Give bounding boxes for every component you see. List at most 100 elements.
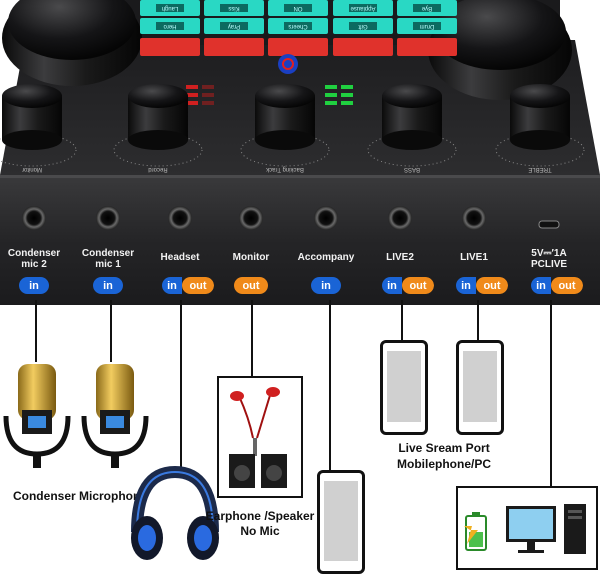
out-badge: out (402, 277, 434, 294)
in-badge: in (382, 277, 402, 294)
sound-pad-label: Hero (163, 23, 177, 29)
knob-label: BASS (404, 166, 420, 172)
sound-pad-7[interactable]: Pray (204, 18, 264, 34)
out-badge: out (234, 277, 268, 294)
port-label-line1: Condenser (7, 248, 61, 259)
port-label-line1: LIVE2 (386, 252, 414, 263)
port-label-line1: 5V⎓′1A (531, 248, 567, 259)
usb-port[interactable] (538, 220, 560, 229)
brand-logo (278, 54, 298, 74)
audio-jack-2[interactable] (96, 206, 120, 230)
port-label-line2: PCLIVE (530, 259, 568, 270)
sound-pad-label: Applause (350, 5, 376, 11)
sound-pad-label: Laugh (162, 5, 179, 11)
port-label-5: Accompany (291, 252, 361, 263)
led-meter-right (325, 85, 353, 105)
live-caption-line1: Live Sream Port (398, 441, 490, 455)
port-label-7: LIVE1 (439, 252, 509, 263)
effect-pad-1[interactable] (140, 38, 200, 56)
audio-jack-3[interactable] (168, 206, 192, 230)
live-stream-caption: Live Sream Port Mobilephone/PC (370, 440, 518, 472)
condenser-microphone-image (3, 364, 149, 468)
audio-jack-4[interactable] (239, 206, 263, 230)
sound-pad-label: ON (294, 5, 303, 11)
effect-pad-5[interactable] (397, 38, 457, 56)
sound-pad-label: Gift (358, 23, 368, 29)
port-label-line1: Accompany (297, 252, 355, 263)
port-label-line2: mic 2 (21, 259, 47, 270)
pc-box (456, 486, 598, 570)
wire-monitor (251, 300, 253, 377)
live2-phone (380, 340, 428, 435)
sound-pad-10[interactable]: Drum (397, 18, 457, 34)
wire-mic2 (35, 300, 37, 362)
in-badge: in (162, 277, 182, 294)
earphone-caption-line1: Earphone /Speaker (205, 509, 315, 523)
headset-icon (131, 465, 219, 560)
wire-accompany (329, 300, 331, 470)
sound-pad-label: Cheers (288, 23, 307, 29)
sound-pad-6[interactable]: Hero (140, 18, 200, 34)
speaker-icon (229, 454, 287, 488)
audio-jack-6[interactable] (388, 206, 412, 230)
sound-pad-label: Bye (421, 5, 432, 11)
effect-pad-4[interactable] (333, 38, 393, 56)
main-volume-knob-right[interactable] (428, 0, 572, 100)
live-caption-line2: Mobilephone/PC (397, 457, 491, 471)
sound-pad-3[interactable]: ON (268, 0, 328, 16)
in-badge: in (19, 277, 49, 294)
earphone-caption-line2: No Mic (240, 524, 280, 538)
knob-record[interactable]: Record (113, 84, 203, 172)
audio-jack-5[interactable] (314, 206, 338, 230)
earphone-speaker-box (217, 376, 303, 498)
sound-pad-4[interactable]: Applause (333, 0, 393, 16)
port-label-line1: Condenser (81, 248, 135, 259)
port-label-line2: mic 1 (95, 259, 121, 270)
sound-pad-label: Pray (228, 23, 240, 29)
battery-icon (464, 512, 487, 551)
microphone-icon (81, 364, 149, 468)
knob-label: Monitor (22, 166, 42, 172)
sound-pad-2[interactable]: Kiss (204, 0, 264, 16)
effect-pad-3[interactable] (268, 38, 328, 56)
sound-pad-label: Kiss (228, 5, 239, 11)
knob-monitor[interactable]: Monitor (0, 84, 77, 172)
sound-pad-5[interactable]: Bye (397, 0, 457, 16)
wire-live1 (477, 300, 479, 342)
knob-treble[interactable]: TREBLE (495, 84, 585, 172)
in-badge: in (93, 277, 123, 294)
wire-pclive (550, 300, 552, 488)
out-badge: out (476, 277, 508, 294)
knob-backing-track[interactable]: Backing Track (240, 84, 330, 172)
in-badge: in (456, 277, 476, 294)
microphone-icon (3, 364, 71, 468)
wire-mic1 (110, 300, 112, 362)
audio-jack-7[interactable] (462, 206, 486, 230)
gaming-headset-image (131, 465, 219, 560)
main-volume-knob-left[interactable] (2, 0, 142, 86)
in-badge: in (531, 277, 551, 294)
led-meter-left (186, 85, 214, 105)
sound-pad-9[interactable]: Gift (333, 18, 393, 34)
port-label-3: Headset (145, 252, 215, 263)
live1-phone (456, 340, 504, 435)
earphone-icon (230, 387, 280, 456)
port-label-4: Monitor (216, 252, 286, 263)
knob-label: TREBLE (528, 166, 551, 172)
sound-pad-8[interactable]: Cheers (268, 18, 328, 34)
knob-bass[interactable]: BASS (367, 84, 457, 172)
effect-pad-2[interactable] (204, 38, 264, 56)
computer-tower-icon (564, 504, 586, 554)
port-label-line1: LIVE1 (460, 252, 488, 263)
wire-live2 (401, 300, 403, 342)
sound-pad-1[interactable]: Laugh (140, 0, 200, 16)
port-label-line1: Headset (160, 252, 200, 263)
sound-pad-label: Drum (420, 23, 435, 29)
audio-jack-1[interactable] (22, 206, 46, 230)
